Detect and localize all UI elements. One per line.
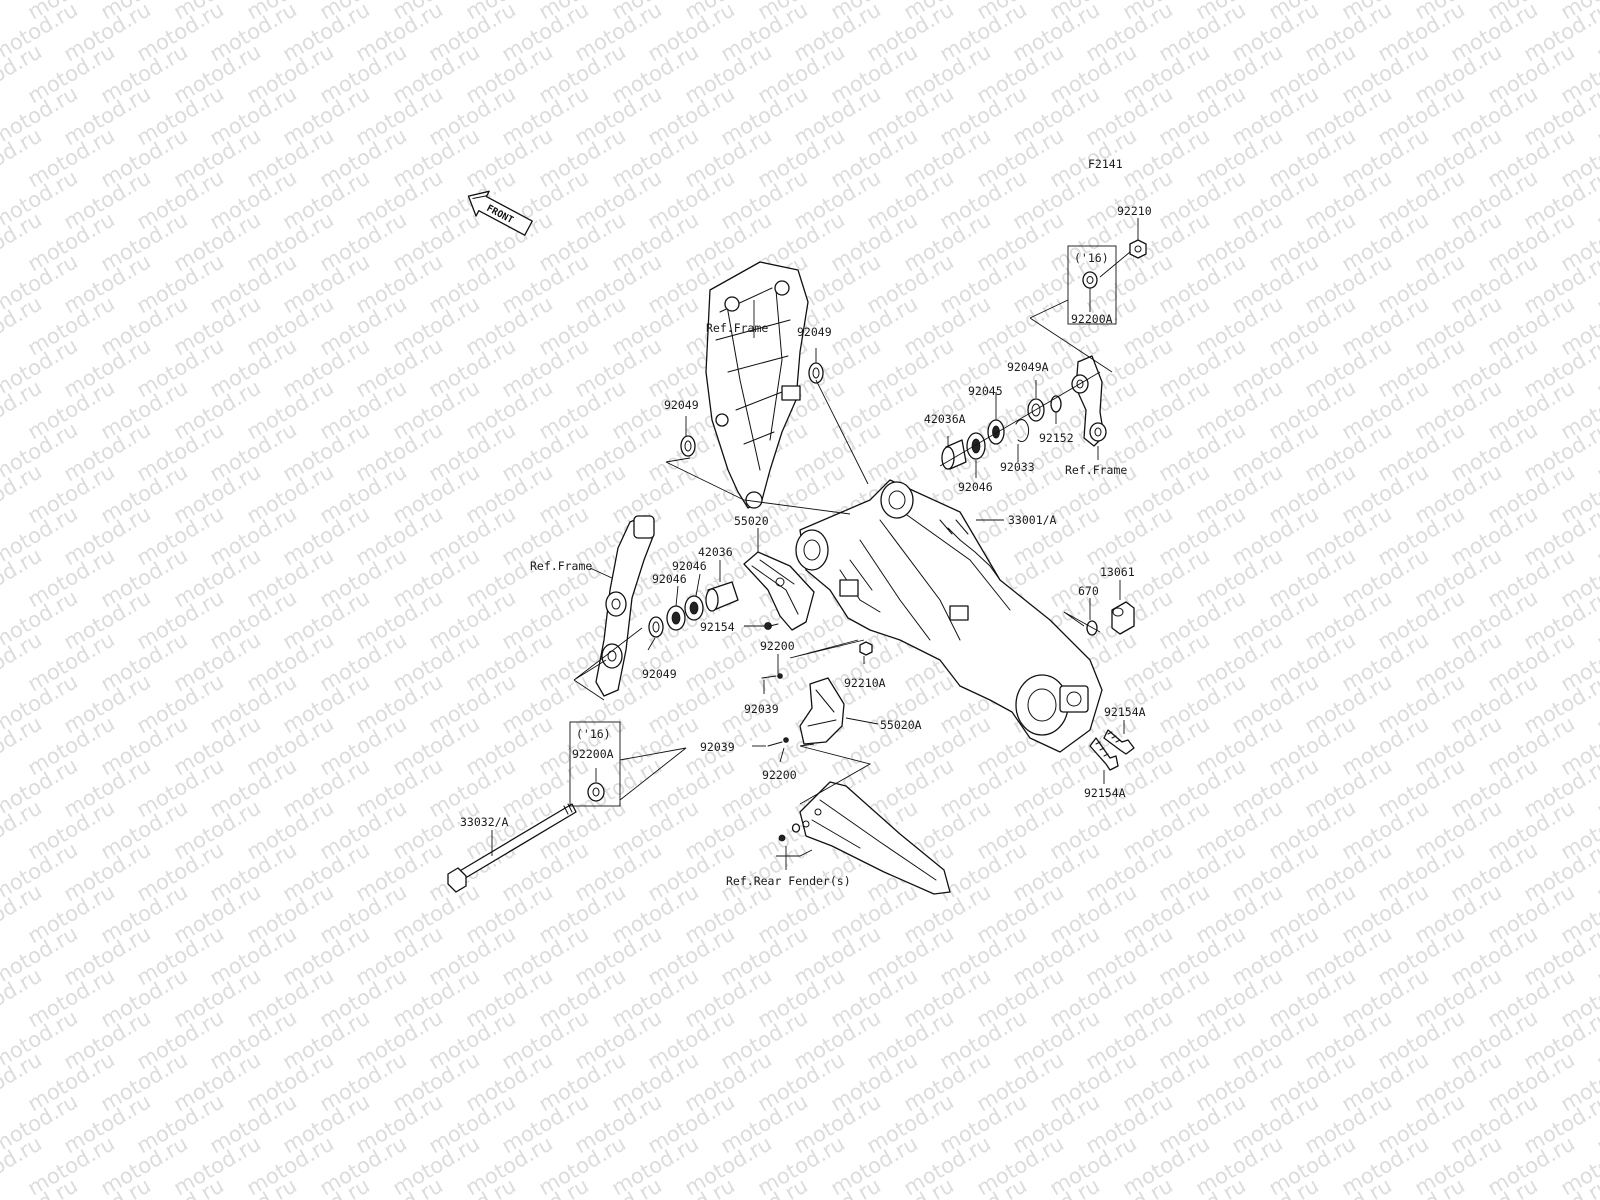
- label-ref-frame-right: Ref.Frame: [1065, 463, 1127, 477]
- chain-guard-55020: [743, 551, 815, 631]
- label-92049A: 92049A: [1007, 360, 1049, 374]
- bolt-92154A-a: [1103, 729, 1135, 755]
- circlip-92033: [1015, 419, 1030, 443]
- nut-92210A: [859, 641, 873, 656]
- frame-link-left: [595, 515, 655, 697]
- bearing-92046-right: [966, 432, 986, 460]
- fender-bolt: [778, 823, 801, 842]
- rear-fender: [799, 781, 951, 895]
- label-55020: 55020: [734, 514, 769, 528]
- label-92154A-bottom: 92154A: [1084, 786, 1126, 800]
- label-92210A: 92210A: [844, 676, 886, 690]
- label-33001A: 33001/A: [1008, 513, 1057, 527]
- label-92049-bottom: 92049: [642, 667, 677, 681]
- label-92200-a: 92200: [760, 639, 795, 653]
- screw-92039-b: [767, 737, 789, 747]
- label-92210: 92210: [1117, 204, 1152, 218]
- label-92045: 92045: [968, 384, 1003, 398]
- bolt-92154: [764, 622, 779, 630]
- nut-92210: [1129, 239, 1147, 259]
- label-670: 670: [1078, 584, 1099, 598]
- label-42036A: 42036A: [924, 412, 966, 426]
- bearing-92046-left-b: [684, 595, 704, 621]
- washer-92200A-top: [1082, 271, 1098, 289]
- guard-55020A: [799, 677, 845, 745]
- label-ref-rear-fender: Ref.Rear Fender(s): [726, 874, 851, 888]
- label-92200A-bottom: 92200A: [572, 747, 614, 761]
- label-92154A-top: 92154A: [1104, 705, 1146, 719]
- label-55020A: 55020A: [880, 718, 922, 732]
- label-92200A-top: 92200A: [1071, 312, 1113, 326]
- label-16-top: ('16): [1074, 251, 1109, 265]
- collar-42036: [705, 581, 739, 612]
- bearing-92046-left-a: [666, 605, 686, 631]
- collar-92152: [1050, 395, 1062, 413]
- label-92039-b: 92039: [700, 740, 735, 754]
- label-92046-right: 92046: [958, 480, 993, 494]
- label-92046-a: 92046: [672, 559, 707, 573]
- pivot-shaft-33032A: [447, 803, 577, 893]
- seal-92049-lower: [648, 616, 664, 638]
- label-92046-b: 92046: [652, 572, 687, 586]
- label-ref-frame-top: Ref.Frame: [706, 321, 768, 335]
- label-92039-a: 92039: [744, 702, 779, 716]
- label-33032A: 33032/A: [460, 815, 509, 829]
- label-42036: 42036: [698, 545, 733, 559]
- frame-bracket-upper: [705, 261, 809, 509]
- swingarm-body: [795, 479, 1103, 753]
- label-ref-frame-left: Ref.Frame: [530, 559, 592, 573]
- label-92200-b: 92200: [762, 768, 797, 782]
- label-16-bottom: ('16): [576, 727, 611, 741]
- diagram-code: F2141: [1088, 157, 1123, 171]
- bearing-92045: [987, 419, 1005, 445]
- screw-92039-a: [761, 673, 783, 679]
- label-13061: 13061: [1100, 565, 1135, 579]
- part-labels: 92210 ('16) 92200A Ref.Frame 92049 92049…: [460, 204, 1152, 888]
- label-92152: 92152: [1039, 431, 1074, 445]
- bolt-92154A-b: [1089, 737, 1119, 771]
- label-92154: 92154: [700, 620, 735, 634]
- leader-lines: [491, 218, 1139, 870]
- frame-bracket-right: [1071, 355, 1107, 447]
- washer-92200A-bottom: [587, 782, 605, 802]
- label-92049-left: 92049: [664, 398, 699, 412]
- seal-92049-left: [680, 435, 696, 457]
- label-92049-top: 92049: [797, 325, 832, 339]
- label-92033: 92033: [1000, 460, 1035, 474]
- block-13061: [1111, 601, 1135, 635]
